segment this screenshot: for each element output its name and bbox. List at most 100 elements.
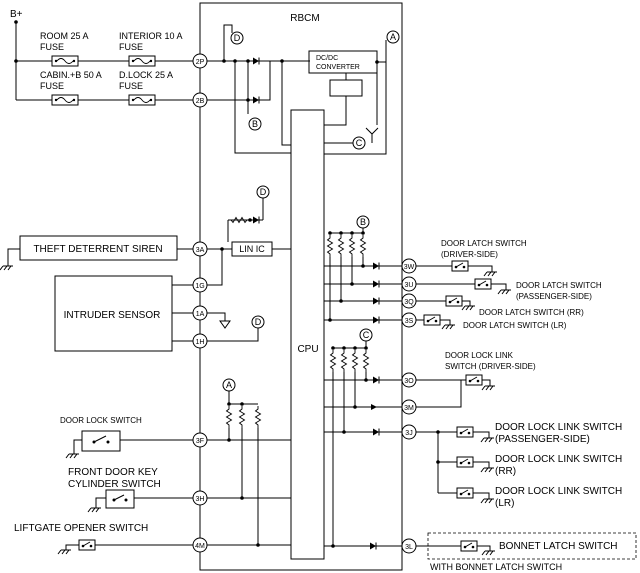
fuse-room-icon <box>51 55 79 67</box>
svg-text:3O: 3O <box>404 378 414 385</box>
marker-d-top <box>230 31 244 45</box>
svg-text:1G: 1G <box>195 283 204 290</box>
svg-text:1A: 1A <box>196 311 205 318</box>
door-lock-switch-label: DOOR LOCK SWITCH <box>60 416 142 425</box>
theft-deterrent-siren-label: THEFT DETERRENT SIREN <box>33 244 162 255</box>
fuse-cabin-label-1: CABIN.+B 50 A <box>40 70 102 80</box>
link-pass-label-2: (PASSENGER-SIDE) <box>495 434 590 445</box>
svg-text:3S: 3S <box>405 318 414 325</box>
fuse-cabin-icon <box>51 94 79 106</box>
latch-pass-switch <box>474 278 492 290</box>
svg-text:2P: 2P <box>196 59 205 66</box>
marker-a-top <box>386 30 400 44</box>
theft-deterrent-siren <box>19 235 178 261</box>
svg-text:B: B <box>252 119 258 129</box>
link-lr-label-2: (LR) <box>495 498 514 509</box>
marker-b-top <box>248 117 262 131</box>
connector-3L: 3L <box>401 538 417 554</box>
liftgate-opener-label: LIFTGATE OPENER SWITCH <box>14 523 148 534</box>
latch-rr-switch <box>445 295 463 307</box>
bonnet-latch-label: BONNET LATCH SWITCH <box>499 541 618 552</box>
latch-pass-label-2: (PASSENGER-SIDE) <box>516 292 592 301</box>
svg-text:B: B <box>360 217 366 227</box>
fuse-interior-icon <box>128 55 156 67</box>
door-lock-switch <box>81 430 121 452</box>
link-rr-label-2: (RR) <box>495 466 516 477</box>
svg-text:3A: 3A <box>196 247 205 254</box>
link-driver-label-1: DOOR LOCK LINK <box>445 351 514 360</box>
connector-1A: 1A <box>192 305 208 321</box>
dcdc-label-line1: DC/DC <box>316 55 338 62</box>
connector-2P: 2P <box>192 53 208 69</box>
svg-text:4M: 4M <box>195 543 205 550</box>
connector-2B: 2B <box>192 92 208 108</box>
svg-text:3H: 3H <box>196 496 205 503</box>
fuse-room-label-1: ROOM 25 A <box>40 31 89 41</box>
b-plus-label: B+ <box>10 9 23 20</box>
link-lr-switch <box>456 487 474 499</box>
connector-3S: 3S <box>401 312 417 328</box>
lin-ic-label: LIN IC <box>239 244 265 254</box>
liftgate-opener-switch <box>78 539 96 551</box>
svg-text:D: D <box>260 187 267 197</box>
connector-3H: 3H <box>192 490 208 506</box>
intruder-sensor-label: INTRUDER SENSOR <box>64 310 161 321</box>
svg-text:3L: 3L <box>405 544 413 551</box>
marker-c-top <box>352 136 366 150</box>
cpu-block <box>290 109 325 560</box>
link-rr-switch <box>456 456 474 468</box>
link-pass-switch <box>456 426 474 438</box>
svg-text:3M: 3M <box>404 405 414 412</box>
connector-1H: 1H <box>192 333 208 349</box>
svg-text:3F: 3F <box>196 438 204 445</box>
front-door-key-switch <box>105 489 135 509</box>
svg-text:3U: 3U <box>405 282 414 289</box>
svg-text:A: A <box>226 380 232 390</box>
connector-3Q: 3Q <box>401 293 417 309</box>
svg-text:A: A <box>390 32 396 42</box>
connector-3A: 3A <box>192 241 208 257</box>
fuse-dlock-icon <box>128 94 156 106</box>
link-driver-label-2: SWITCH (DRIVER-SIDE) <box>445 362 536 371</box>
link-lr-label-1: DOOR LOCK LINK SWITCH <box>495 486 622 497</box>
svg-text:1H: 1H <box>196 339 205 346</box>
latch-driver-switch <box>451 260 469 272</box>
fuse-cabin-label-2: FUSE <box>40 81 64 91</box>
fuse-dlock-label-1: D.LOCK 25 A <box>119 70 173 80</box>
fuse-interior-label-1: INTERIOR 10 A <box>119 31 183 41</box>
connector-1G: 1G <box>192 277 208 293</box>
connector-3U: 3U <box>401 276 417 292</box>
latch-driver-label-1: DOOR LATCH SWITCH <box>441 239 527 248</box>
svg-text:3Q: 3Q <box>404 299 414 306</box>
fuse-interior-label-2: FUSE <box>119 42 143 52</box>
svg-text:3W: 3W <box>404 264 415 271</box>
link-pass-label-1: DOOR LOCK LINK SWITCH <box>495 422 622 433</box>
dcdc-label-line2: CONVERTER <box>316 64 360 71</box>
latch-rr-label: DOOR LATCH SWITCH (RR) <box>479 308 584 317</box>
svg-text:2B: 2B <box>196 98 205 105</box>
svg-text:C: C <box>356 138 363 148</box>
dcdc-regulator <box>329 79 363 97</box>
rbcm-title: RBCM <box>290 13 319 24</box>
latch-pass-label-1: DOOR LATCH SWITCH <box>516 281 602 290</box>
front-door-key-label-1: FRONT DOOR KEY <box>68 467 158 478</box>
intruder-sensor <box>54 275 173 352</box>
cpu-label: CPU <box>297 344 318 355</box>
front-door-key-label-2: CYLINDER SWITCH <box>68 479 161 490</box>
connector-3F: 3F <box>192 432 208 448</box>
connector-3J: 3J <box>401 424 417 440</box>
connector-3O: 3O <box>401 372 417 388</box>
svg-text:3J: 3J <box>405 430 412 437</box>
connector-4M: 4M <box>192 537 208 553</box>
link-rr-label-1: DOOR LOCK LINK SWITCH <box>495 454 622 465</box>
bonnet-option-note: WITH BONNET LATCH SWITCH <box>430 562 562 572</box>
bonnet-latch-switch <box>460 540 478 552</box>
svg-text:C: C <box>363 330 370 340</box>
connector-3M: 3M <box>401 399 417 415</box>
fuse-dlock-label-2: FUSE <box>119 81 143 91</box>
latch-lr-label: DOOR LATCH SWITCH (LR) <box>463 321 567 330</box>
svg-text:D: D <box>234 33 241 43</box>
fuse-room-label-2: FUSE <box>40 42 64 52</box>
svg-text:D: D <box>255 317 262 327</box>
